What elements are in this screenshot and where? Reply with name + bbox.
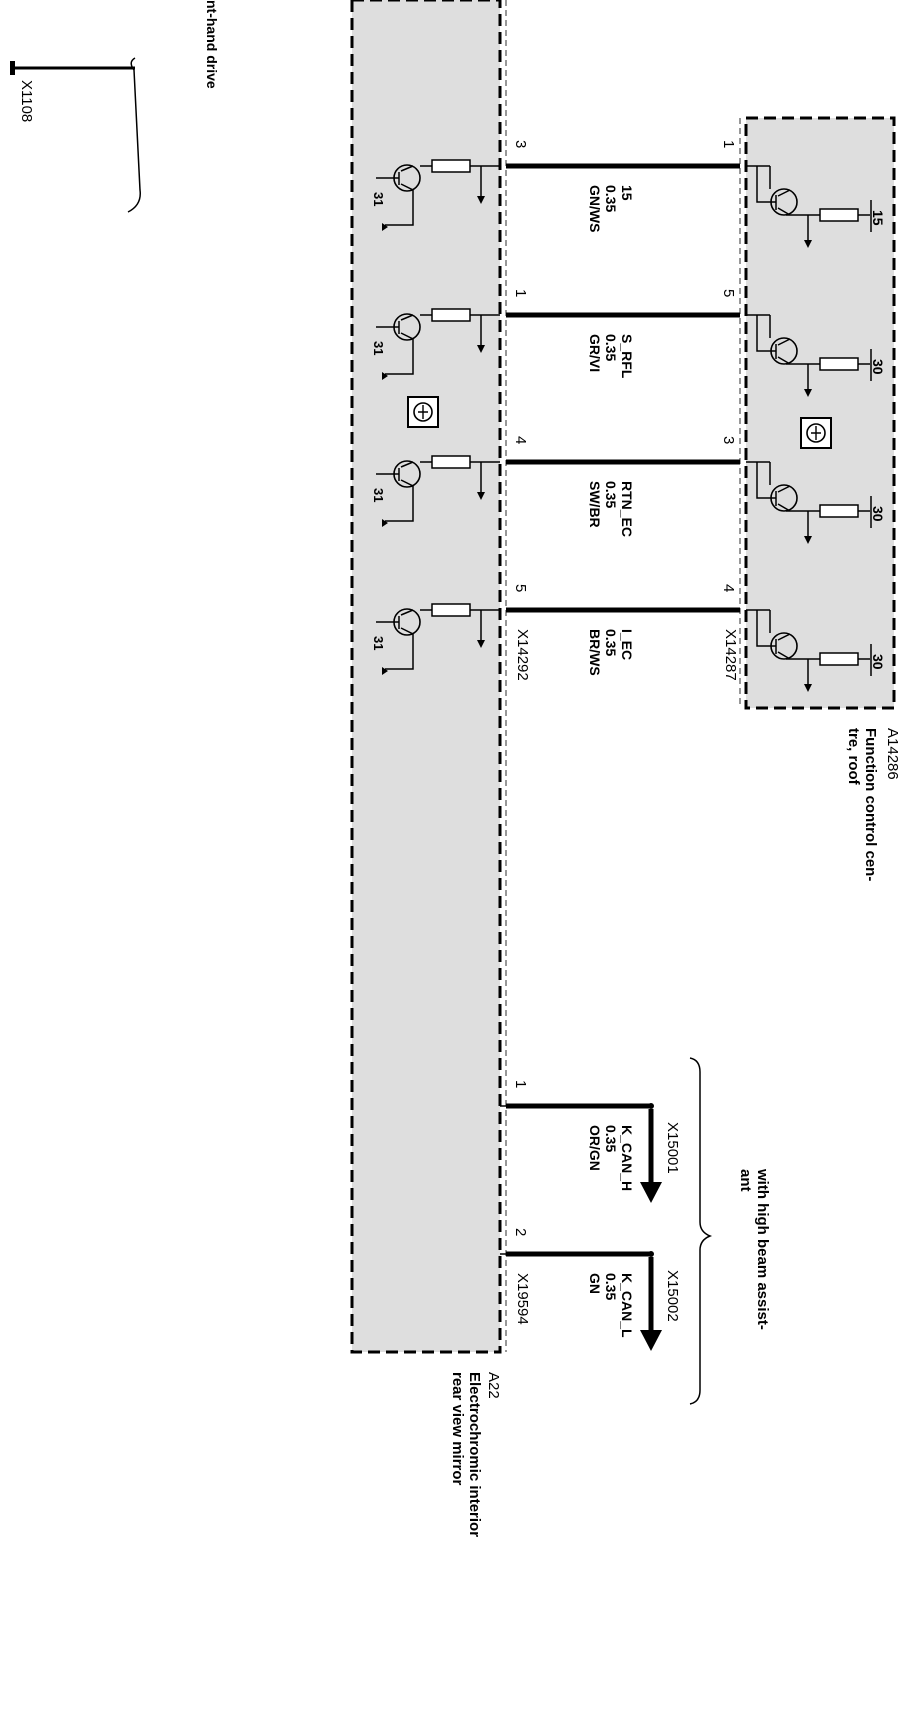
supply-label: 30 xyxy=(870,359,886,375)
mirror-module-box xyxy=(350,0,502,1354)
pin-mirror: 1 xyxy=(512,289,529,297)
pin: 1 xyxy=(512,1080,529,1088)
wire-size: 0.35 xyxy=(603,1125,619,1152)
drive-note: nt-hand drive xyxy=(204,0,220,89)
mirror-module-name-2: rear view mirror xyxy=(449,1372,466,1486)
mirror-module-id: A22 xyxy=(485,1372,502,1399)
pin-roof: 1 xyxy=(720,140,737,148)
module-symbol-icon xyxy=(407,396,439,428)
transistor-driver-icon: 31 xyxy=(371,159,500,231)
wire-signal: I_EC xyxy=(619,629,635,660)
roof-connector-label: X14287 xyxy=(722,629,739,681)
wire-color: GR/VI xyxy=(587,334,603,372)
wire-color: OR/GN xyxy=(587,1125,603,1171)
high-beam-assistant-option: with high beam assist- ant 1 X15001 K_CA… xyxy=(500,1057,771,1405)
wire-signal: RTN_EC xyxy=(619,481,635,537)
mirror-module-name-1: Electrochromic interior xyxy=(466,1372,483,1537)
wire-signal: S_RFL xyxy=(619,334,635,379)
resistor-icon xyxy=(431,603,471,617)
resistor-icon xyxy=(431,308,471,322)
connector: X15001 xyxy=(664,1122,681,1174)
wire-size: 0.35 xyxy=(603,1273,619,1300)
wire-signal: 15 xyxy=(619,185,635,201)
transistor-driver-icon: 30 xyxy=(746,314,886,397)
wire-i-ec: 5 4 I_EC 0.35 BR/WS X14292 X14287 31 xyxy=(371,584,886,692)
ground-label: 31 xyxy=(371,192,386,206)
wire-rtn-ec: 4 3 RTN_EC 0.35 SW/BR 31 30 xyxy=(371,436,886,544)
wire-size: 0.35 xyxy=(603,185,619,212)
wire-color: BR/WS xyxy=(587,629,603,676)
ground-label: 31 xyxy=(371,341,386,355)
resistor-icon xyxy=(819,652,859,666)
transistor-driver-icon: 30 xyxy=(746,461,886,544)
wire-color: SW/BR xyxy=(587,481,603,528)
mirror-module: A22 Electrochromic interior rear view mi… xyxy=(350,0,507,1537)
wire-k-can-l: 2 X15002 K_CAN_L 0.35 GN X19594 xyxy=(500,1228,681,1351)
module-symbol-icon xyxy=(800,417,832,449)
wire-signal: K_CAN_H xyxy=(619,1125,635,1191)
transistor-driver-icon: 31 xyxy=(371,603,500,675)
x1108-pin xyxy=(10,61,15,75)
pin-mirror: 5 xyxy=(512,584,529,592)
wire-s-rfl: 1 5 S_RFL 0.35 GR/VI 31 30 xyxy=(371,289,886,397)
brace-icon xyxy=(127,57,141,213)
pin-roof: 3 xyxy=(720,436,737,444)
resistor-icon xyxy=(819,504,859,518)
wire-size: 0.35 xyxy=(603,334,619,361)
option-label-1: with high beam assist- xyxy=(754,1168,771,1330)
wire-signal: K_CAN_L xyxy=(619,1273,635,1338)
wire-size: 0.35 xyxy=(603,629,619,656)
roof-module-box xyxy=(744,116,896,710)
resistor-icon xyxy=(431,455,471,469)
x1108-label: X1108 xyxy=(18,80,35,122)
roof-module-id: A14286 xyxy=(884,728,901,780)
mirror-connector-label: X14292 xyxy=(514,629,531,681)
wire-color: GN/WS xyxy=(587,185,603,232)
roof-module-name-1: Function control cen- xyxy=(862,728,879,881)
supply-label: 30 xyxy=(870,654,886,670)
connector: X15002 xyxy=(664,1270,681,1322)
left-edge-fragment: X1108 nt-hand drive xyxy=(10,0,220,213)
transistor-driver-icon: 15 xyxy=(746,165,886,248)
roof-module: A14286 Function control cen- tre, roof xyxy=(739,116,901,881)
roof-module-name-2: tre, roof xyxy=(845,728,862,786)
pin-roof: 5 xyxy=(720,289,737,297)
pin-mirror: 3 xyxy=(512,140,529,148)
wire-15: 3 1 15 0.35 GN/WS 31 xyxy=(371,140,886,248)
supply-label: 30 xyxy=(870,506,886,522)
ground-label: 31 xyxy=(371,488,386,502)
ground-label: 31 xyxy=(371,636,386,650)
transistor-driver-icon: 31 xyxy=(371,455,500,527)
transistor-driver-icon: 31 xyxy=(371,308,500,380)
wire-size: 0.35 xyxy=(603,481,619,508)
resistor-icon xyxy=(819,357,859,371)
option-label-2: ant xyxy=(737,1169,754,1192)
resistor-icon xyxy=(819,208,859,222)
brace-icon xyxy=(689,1057,713,1405)
wire-color: GN xyxy=(587,1273,603,1294)
supply-label: 15 xyxy=(870,210,886,226)
mirror-connector-label: X19594 xyxy=(514,1273,531,1325)
pin-mirror: 4 xyxy=(512,436,529,444)
pin: 2 xyxy=(512,1228,529,1236)
wire-k-can-h: 1 X15001 K_CAN_H 0.35 OR/GN xyxy=(500,1080,681,1203)
resistor-icon xyxy=(431,159,471,173)
transistor-driver-icon: 30 xyxy=(746,609,886,692)
pin-roof: 4 xyxy=(720,584,737,592)
